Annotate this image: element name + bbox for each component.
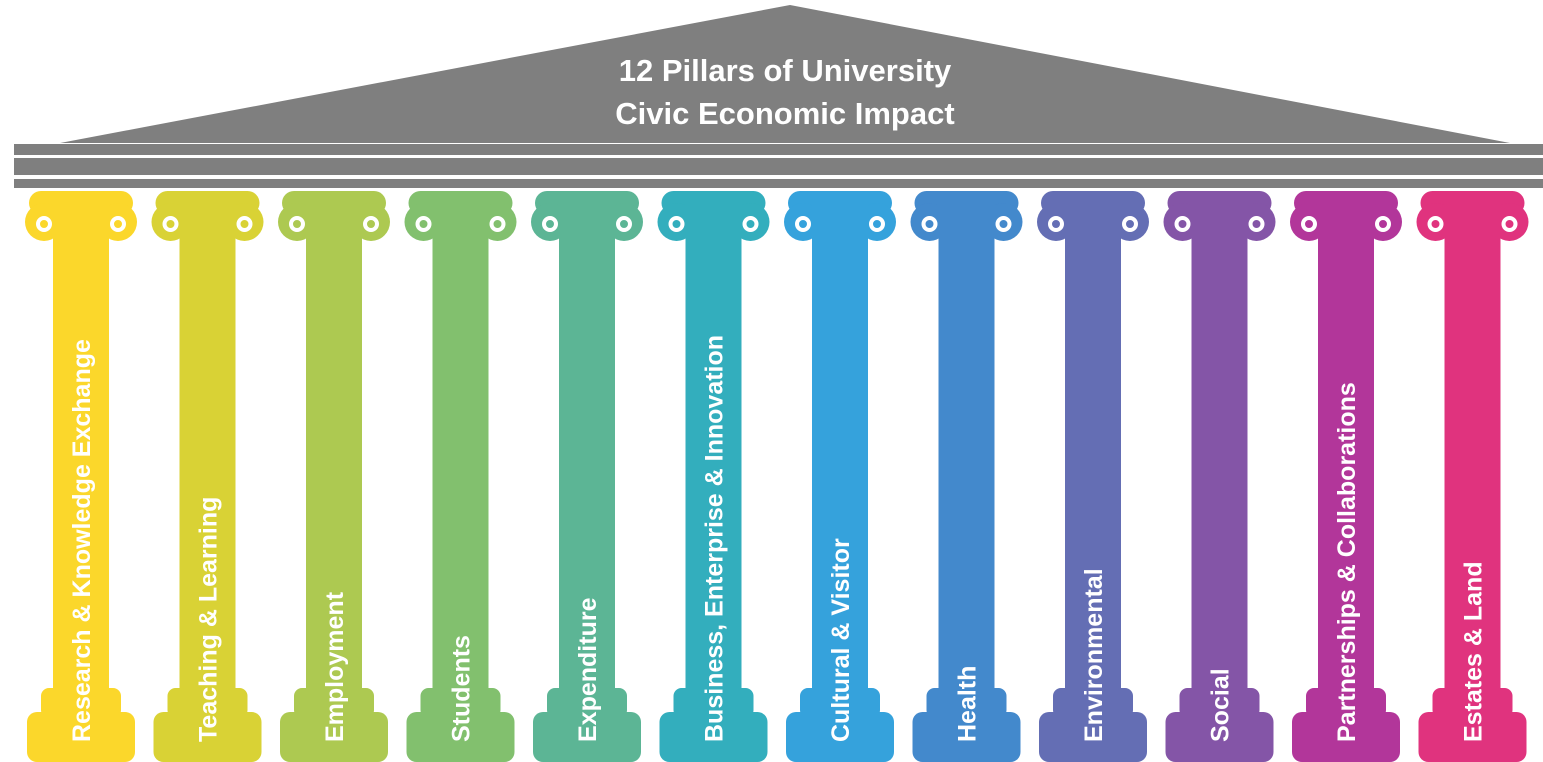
volute-swirl-left (542, 216, 558, 232)
pillar-label: Teaching & Learning (195, 497, 223, 742)
pillar-base-upper (1179, 688, 1260, 718)
pillar-label: Social (1207, 668, 1235, 742)
pillar-shaft (1065, 205, 1121, 705)
pillar: Research & Knowledge Exchange (25, 191, 137, 762)
pillar: Cultural & Visitor (784, 191, 896, 762)
roof-title-line-2: Civic Economic Impact (615, 96, 954, 131)
pillar-base-upper (926, 688, 1007, 718)
pillar: Social (1163, 191, 1276, 762)
pillar-shaft (1318, 205, 1374, 705)
pillar-base-lower (1039, 712, 1147, 762)
pillar-label: Health (954, 666, 982, 742)
pillar: Estates & Land (1416, 191, 1529, 762)
pillar-shaft (685, 205, 742, 705)
pillar-base-lower (153, 712, 262, 762)
volute-swirl-right (742, 216, 759, 232)
pillar-base-lower (27, 712, 135, 762)
pillar-label: Expenditure (574, 597, 602, 742)
volute-swirl-right (363, 216, 379, 232)
pillar: Employment (278, 191, 390, 762)
volute-swirl-right (1375, 216, 1391, 232)
volute-swirl-left (36, 216, 52, 232)
pillar-base-upper (167, 688, 248, 718)
pillar-label: Research & Knowledge Exchange (68, 339, 96, 742)
pillar-base-upper (673, 688, 754, 718)
volute-swirl-left (415, 216, 432, 232)
pillar-label: Partnerships & Collaborations (1333, 382, 1361, 742)
pillar-base-upper (1306, 688, 1386, 718)
pillar-base-lower (406, 712, 515, 762)
pillar-label: Cultural & Visitor (827, 538, 855, 742)
pillar-base-upper (1432, 688, 1513, 718)
pillar-base-lower (1418, 712, 1527, 762)
volute-swirl-right (110, 216, 126, 232)
pillar: Environmental (1037, 191, 1149, 762)
pillar-shaft (179, 205, 236, 705)
pillar-base-lower (912, 712, 1021, 762)
pillar: Teaching & Learning (151, 191, 264, 762)
pillar-shaft (306, 205, 362, 705)
pillar-shaft (1191, 205, 1248, 705)
roof-pediment (60, 5, 1510, 143)
roof-beam-middle (14, 158, 1543, 175)
pillar-base-lower (786, 712, 894, 762)
volute-swirl-right (869, 216, 885, 232)
volute-swirl-left (289, 216, 305, 232)
pillar-label: Business, Enterprise & Innovation (701, 335, 729, 742)
pillar-shaft (938, 205, 995, 705)
pillar-shaft (559, 205, 615, 705)
volute-swirl-right (995, 216, 1012, 232)
volute-swirl-left (1427, 216, 1444, 232)
roof: 12 Pillars of University Civic Economic … (14, 5, 1543, 188)
pillar-base-lower (280, 712, 388, 762)
volute-swirl-right (236, 216, 253, 232)
volute-swirl-left (668, 216, 685, 232)
pillar-shaft (53, 205, 109, 705)
pillar-base-lower (659, 712, 768, 762)
pillar-base-lower (533, 712, 641, 762)
volute-swirl-right (616, 216, 632, 232)
volute-swirl-left (1301, 216, 1317, 232)
pillar-base-upper (547, 688, 627, 718)
pillar-base-lower (1165, 712, 1274, 762)
pillars: Research & Knowledge Exchange Teaching & … (25, 191, 1529, 762)
pillar-base-upper (1053, 688, 1133, 718)
pillar-label: Estates & Land (1460, 561, 1488, 742)
roof-beam-upper (14, 144, 1543, 155)
pillar-label: Employment (321, 591, 349, 742)
volute-swirl-left (921, 216, 938, 232)
pillar: Expenditure (531, 191, 643, 762)
volute-swirl-left (1048, 216, 1064, 232)
pillar: Students (404, 191, 517, 762)
pillar-base-upper (294, 688, 374, 718)
pillar: Partnerships & Collaborations (1290, 191, 1402, 762)
pillar-label: Students (448, 635, 476, 742)
pillar: Business, Enterprise & Innovation (657, 191, 770, 762)
volute-swirl-right (1122, 216, 1138, 232)
pillar-shaft (432, 205, 489, 705)
pillar-base-upper (420, 688, 501, 718)
volute-swirl-left (162, 216, 179, 232)
volute-swirl-left (795, 216, 811, 232)
pillar-base-lower (1292, 712, 1400, 762)
pillar-base-upper (800, 688, 880, 718)
volute-swirl-right (1501, 216, 1518, 232)
pillar-shaft (812, 205, 868, 705)
pillar-base-upper (41, 688, 121, 718)
volute-swirl-left (1174, 216, 1191, 232)
volute-swirl-right (489, 216, 506, 232)
pillar-shaft (1444, 205, 1501, 705)
roof-title-line-1: 12 Pillars of University (619, 53, 952, 88)
pillar: Health (910, 191, 1023, 762)
pillar-label: Environmental (1080, 568, 1108, 742)
roof-beam-lower (14, 179, 1543, 188)
volute-swirl-right (1248, 216, 1265, 232)
